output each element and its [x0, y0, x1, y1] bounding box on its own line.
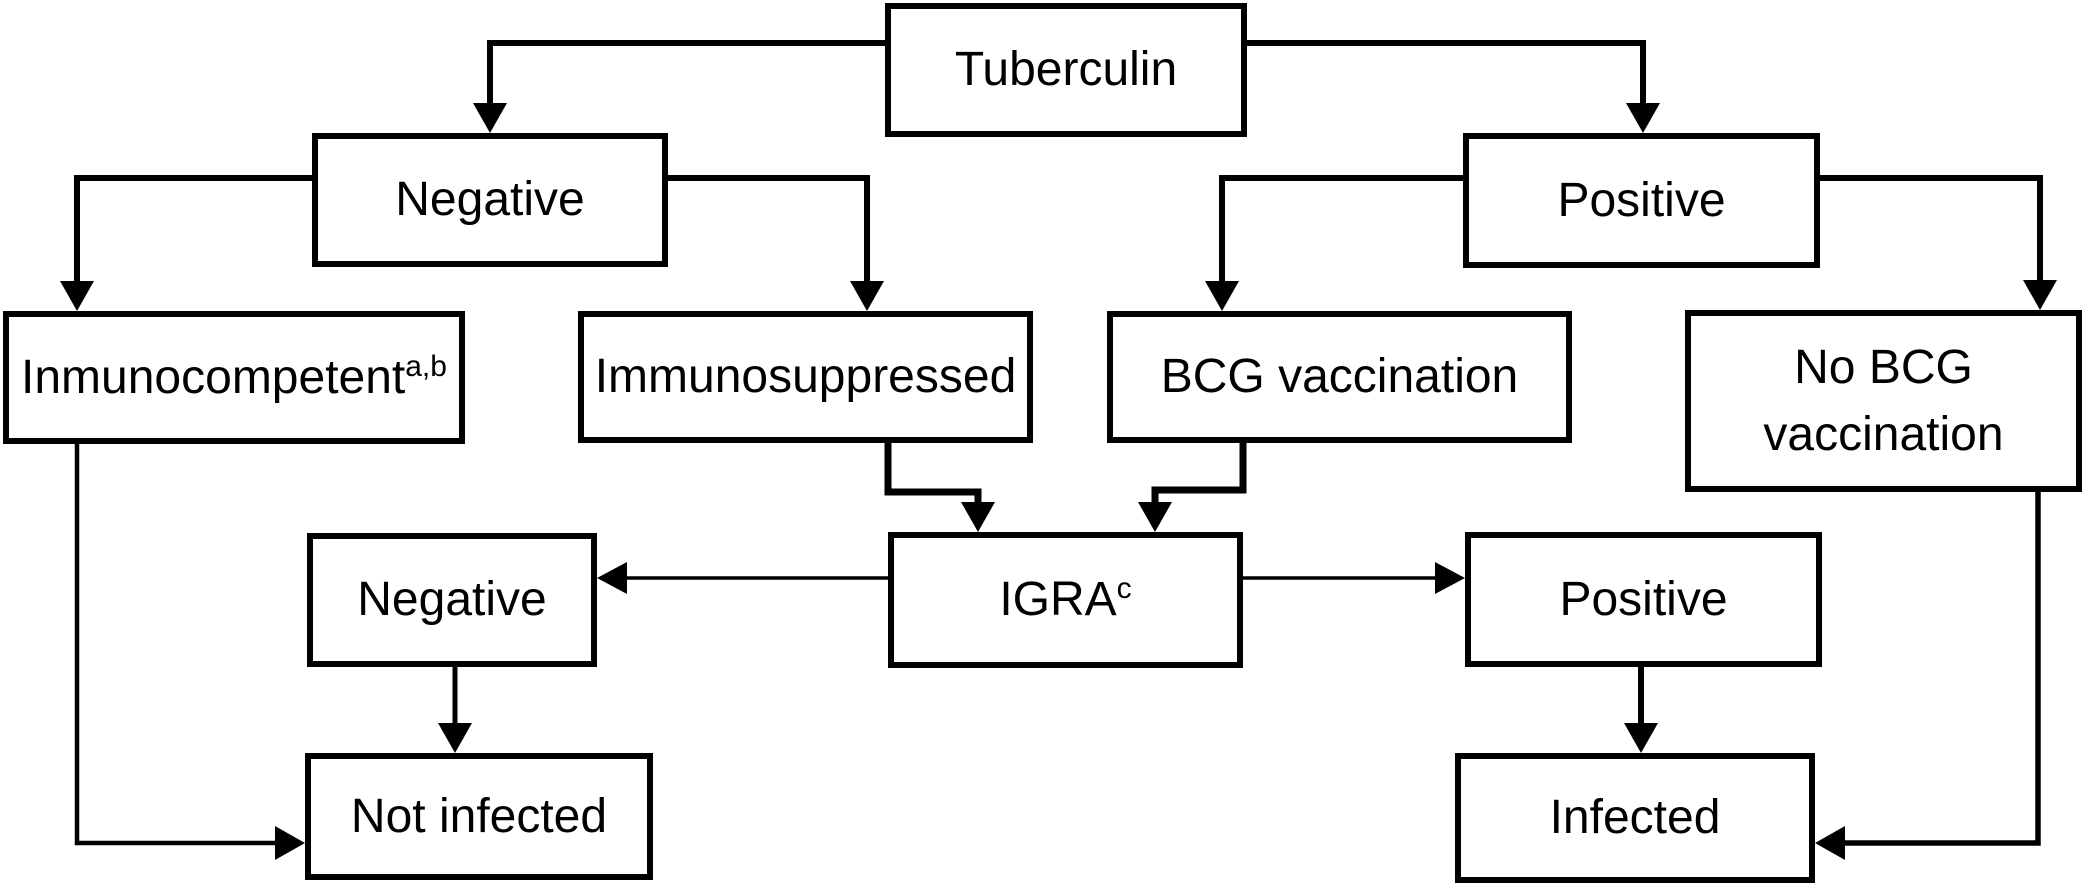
arrowhead-down: [1205, 281, 1239, 311]
node-tuberculin-negative: Negative: [312, 133, 668, 267]
node-label-line1: No BCG: [1794, 340, 1973, 394]
node-label: Negative: [357, 573, 547, 627]
edge-inmunocompetent-to-not-infected: [74, 444, 305, 860]
edge-tuberculin-to-positive: [1247, 40, 1660, 133]
footnote-marker: a,b: [405, 349, 447, 383]
node-igra: IGRAc: [888, 532, 1243, 668]
node-tuberculin: Tuberculin: [885, 3, 1247, 137]
arrowhead-down: [1138, 502, 1172, 532]
node-label: Positive: [1557, 173, 1726, 227]
edge-tuberculin-to-negative: [473, 40, 885, 133]
node-immunosuppressed: Immunosuppressed: [578, 311, 1033, 443]
node-label: Inmunocompetenta,b: [21, 349, 447, 404]
arrowhead-down: [60, 281, 94, 311]
edge-immunosuppressed-to-igra: [884, 443, 995, 532]
connector-line: [1820, 175, 2043, 285]
arrowhead-down: [473, 103, 507, 133]
node-igra-positive: Positive: [1465, 532, 1822, 667]
arrowhead-left: [597, 562, 627, 594]
node-label: Negative: [395, 173, 585, 227]
node-label: Tuberculin: [954, 43, 1178, 97]
node-label: Not infected: [350, 789, 608, 843]
edge-no-bcg-to-infected: [1815, 492, 2041, 860]
arrowhead-down: [850, 281, 884, 311]
arrowhead-down: [438, 723, 472, 753]
node-label: BCG vaccination: [1160, 350, 1519, 404]
arrowhead-down: [2023, 280, 2057, 310]
node-tuberculin-positive: Positive: [1463, 133, 1820, 268]
node-not-infected: Not infected: [305, 753, 653, 880]
connector-line: [74, 444, 277, 846]
arrowhead-down: [1626, 103, 1660, 133]
edge-positive-to-infected: [1624, 667, 1658, 753]
node-bcg-vaccination: BCG vaccination: [1107, 311, 1572, 443]
arrowhead-down: [1624, 723, 1658, 753]
node-label: Immunosuppressed: [594, 350, 1017, 404]
node-no-bcg-vaccination: No BCG vaccination: [1685, 310, 2082, 492]
node-label: IGRAc: [999, 572, 1132, 627]
arrowhead-right: [1435, 562, 1465, 594]
connector-line: [487, 40, 885, 108]
connector-line: [668, 175, 870, 286]
edge-negative-to-not-infected: [438, 667, 472, 753]
arrowhead-down: [961, 502, 995, 532]
connector-line: [74, 175, 312, 286]
arrowhead-right: [275, 826, 305, 860]
edge-positive-to-no-bcg: [1820, 175, 2057, 310]
node-infected: Infected: [1455, 753, 1815, 883]
node-label: Infected: [1549, 791, 1721, 845]
connector-line: [1843, 492, 2041, 846]
edge-bcg-to-igra: [1138, 443, 1247, 532]
footnote-marker: c: [1116, 572, 1132, 606]
edge-igra-to-negative: [597, 562, 888, 594]
connector-line: [1151, 443, 1247, 505]
connector-line: [884, 443, 982, 505]
node-label: Positive: [1559, 572, 1728, 626]
edge-negative-to-immunosuppressed: [668, 175, 884, 311]
edge-positive-to-bcg: [1205, 175, 1463, 311]
arrowhead-left: [1815, 826, 1845, 860]
node-igra-negative: Negative: [307, 533, 597, 667]
edge-igra-to-positive: [1243, 562, 1465, 594]
connector-line: [1219, 175, 1463, 286]
node-inmunocompetent: Inmunocompetenta,b: [3, 311, 465, 444]
edge-negative-to-inmunocompetent: [60, 175, 312, 311]
connector-line: [1247, 40, 1646, 108]
node-label-line2: vaccination: [1763, 408, 2004, 461]
